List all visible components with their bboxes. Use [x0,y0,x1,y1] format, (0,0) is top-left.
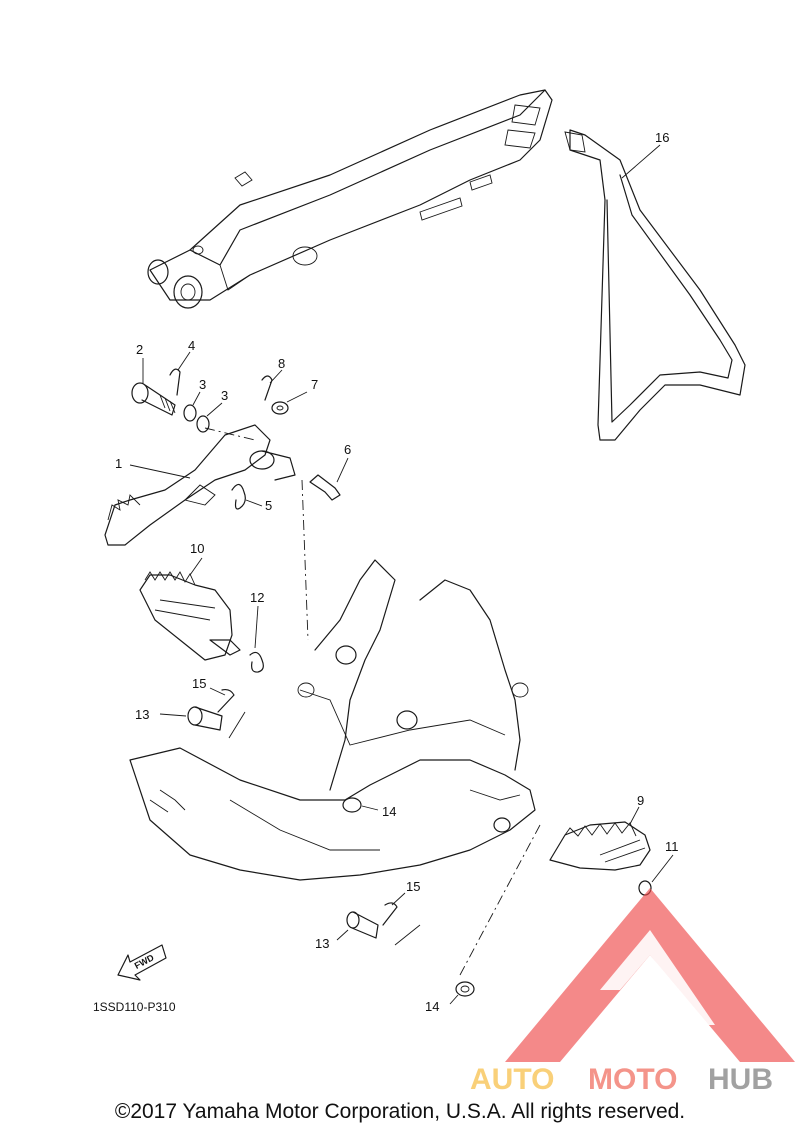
callout-3b: 3 [221,388,228,403]
footrest-left-drawing [139,571,264,731]
small-hardware-drawing [131,368,341,510]
callout-16: 16 [655,130,669,145]
frame-drawing [129,559,536,881]
brake-pedal-drawing [104,424,296,546]
watermark-auto: AUTO [470,1063,554,1096]
diagram-code: 1SSD110-P310 [93,1000,176,1014]
callout-15b: 15 [406,879,420,894]
callout-5: 5 [265,498,272,513]
callout-4: 4 [188,338,195,353]
watermark-logo: AUTO MOTO HUB [470,888,795,1096]
callout-1: 1 [115,456,122,471]
leader-lines [129,144,674,1005]
callout-9: 9 [637,793,644,808]
footrest-right-drawing [346,821,652,997]
callout-7: 7 [311,377,318,392]
callout-6: 6 [344,442,351,457]
stand-drawing [564,129,746,441]
callout-10: 10 [190,541,204,556]
callout-14b: 14 [425,999,439,1014]
watermark-triangle-logo [505,888,795,1062]
callout-numbers: 1 2 3 3 4 5 6 7 8 9 10 11 12 13 13 14 14… [115,130,679,1014]
swingarm-drawing [147,89,553,309]
watermark-hub: HUB [708,1063,773,1096]
callout-11: 11 [665,839,679,854]
callout-14a: 14 [382,804,396,819]
watermark-moto: MOTO [588,1063,677,1096]
callout-15a: 15 [192,676,206,691]
callout-3a: 3 [199,377,206,392]
callout-13a: 13 [135,707,149,722]
callout-2: 2 [136,342,143,357]
callout-12: 12 [250,590,264,605]
assembly-lines [204,427,541,976]
callout-8: 8 [278,356,285,371]
fwd-label: FWD [133,952,156,971]
callout-13b: 13 [315,936,329,951]
copyright-notice: ©2017 Yamaha Motor Corporation, U.S.A. A… [114,1100,686,1123]
fwd-arrow: FWD [117,944,167,981]
